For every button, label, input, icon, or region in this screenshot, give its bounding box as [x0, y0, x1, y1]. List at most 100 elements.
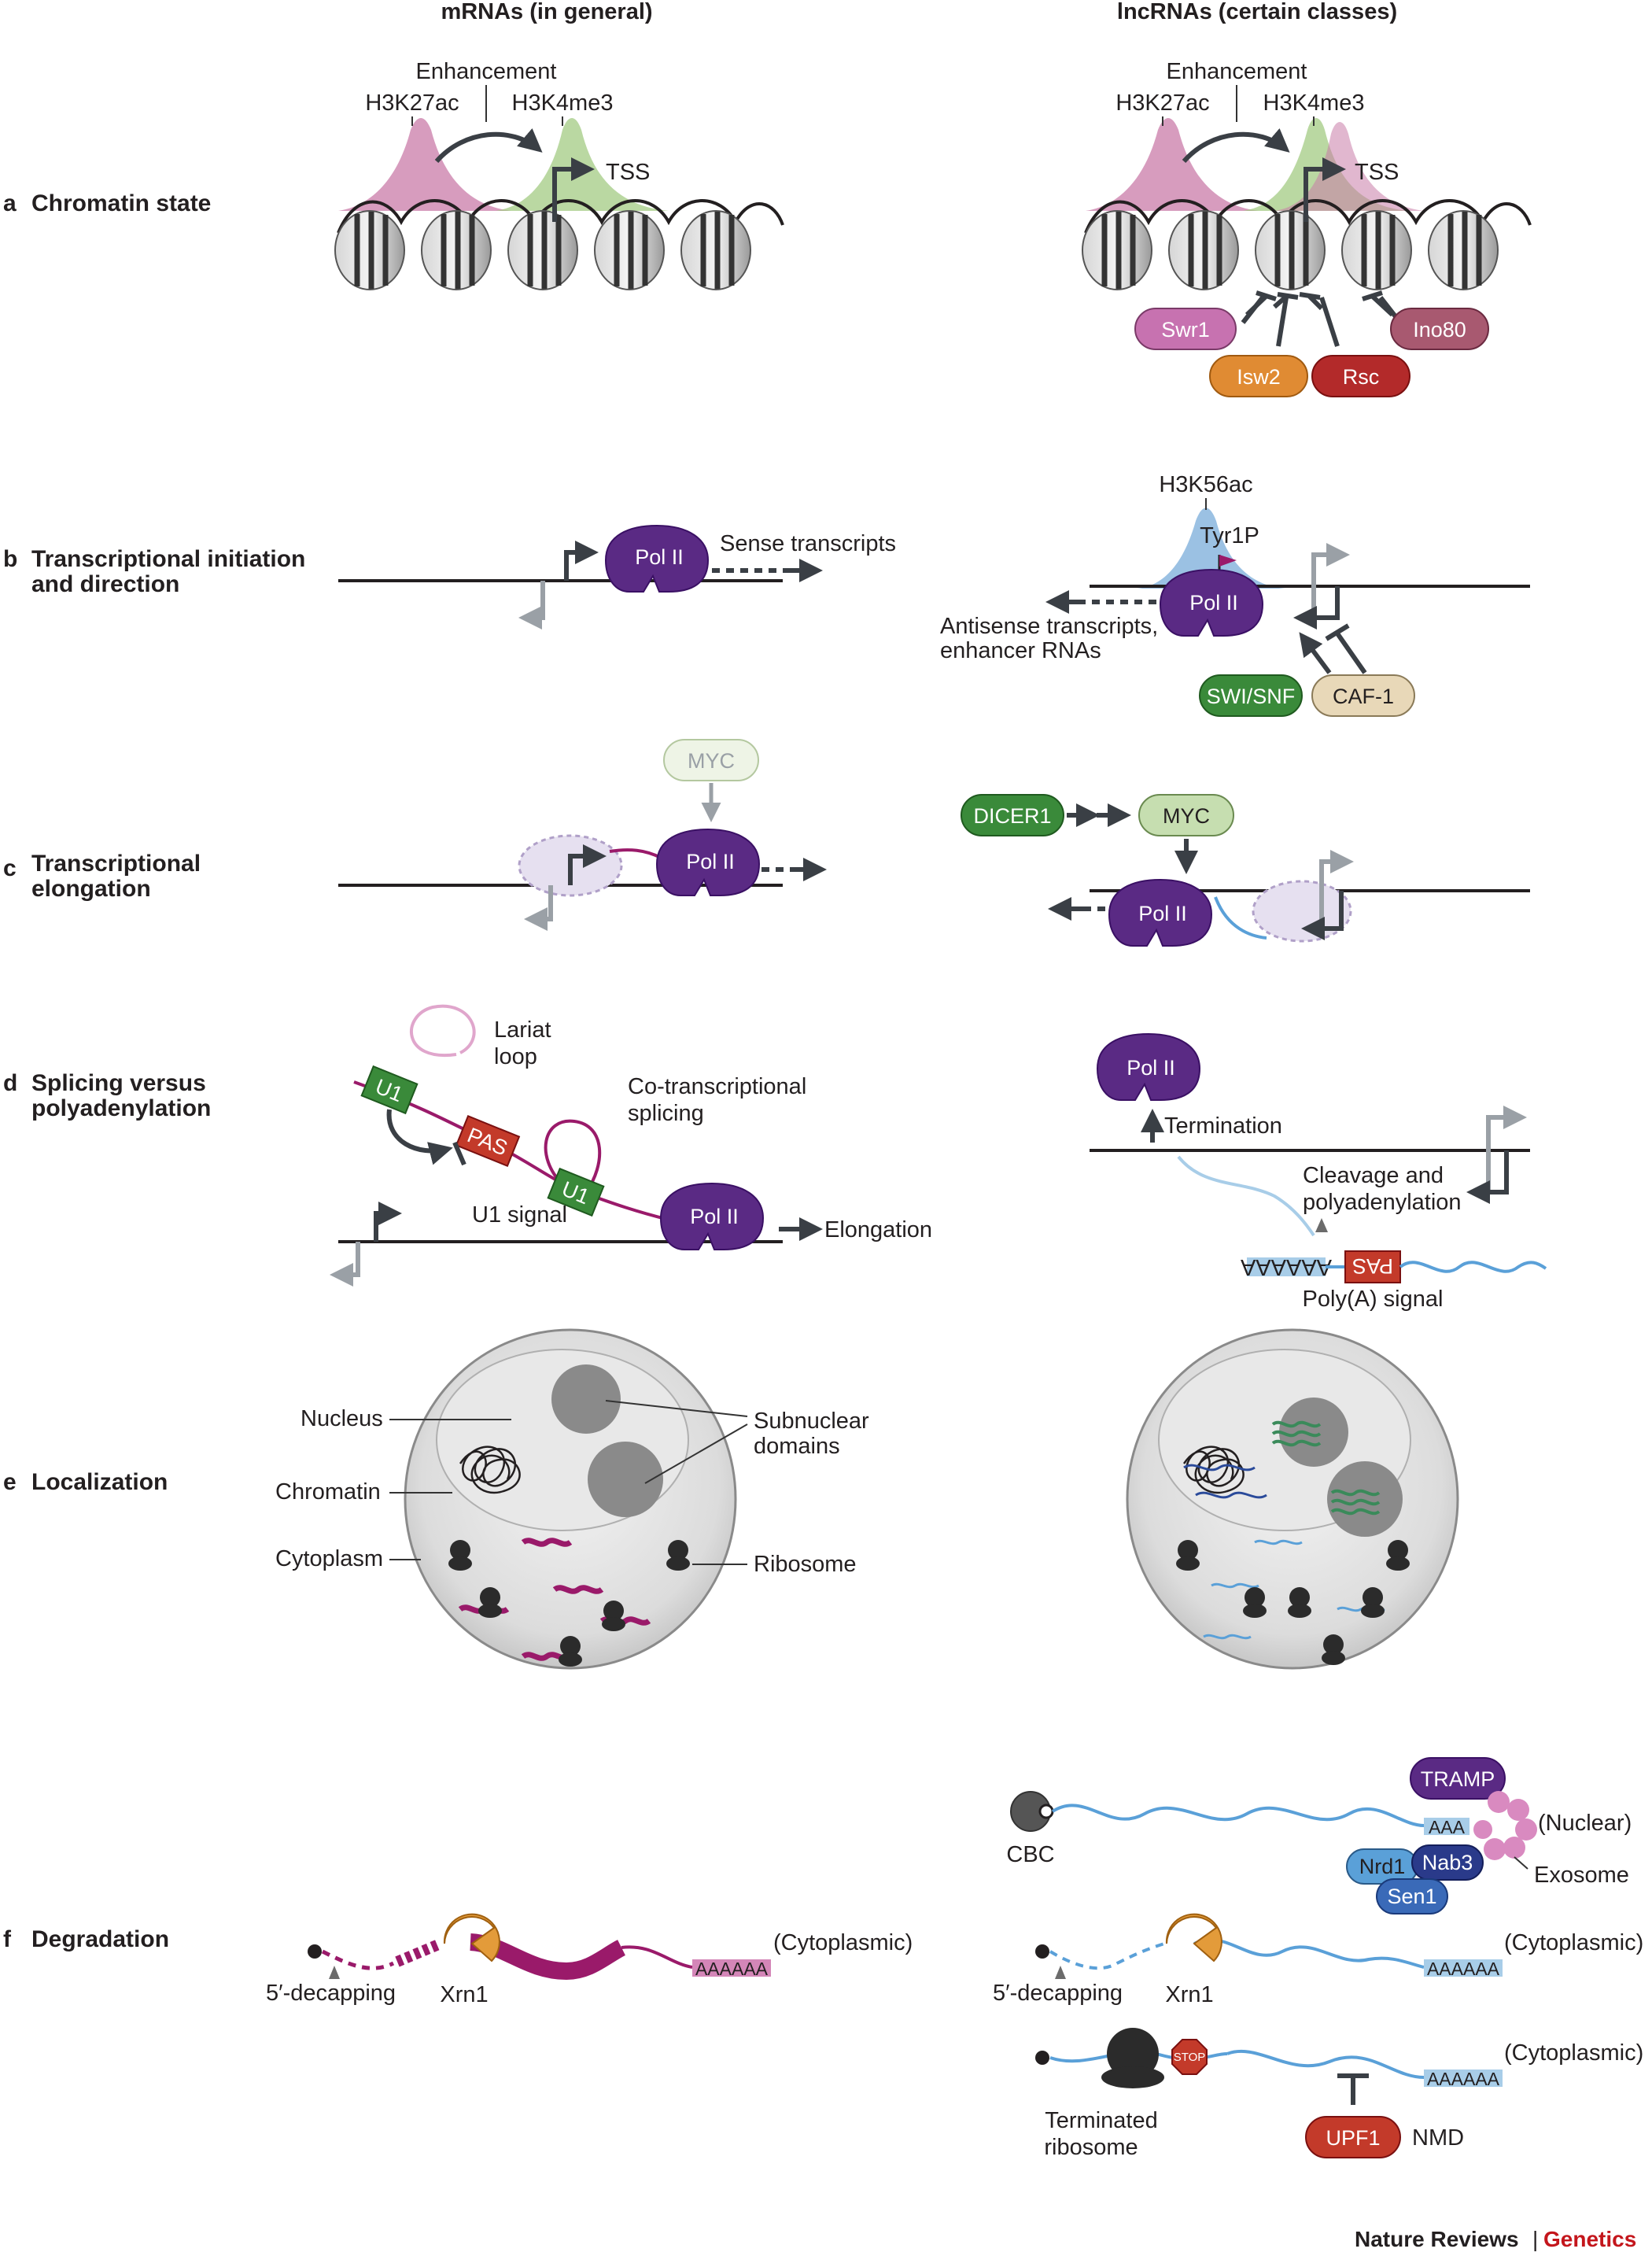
nrd1-pill: Nrd1: [1346, 1848, 1418, 1885]
enhancement-arrow: [434, 128, 543, 163]
svg-text:e: e: [3, 1469, 17, 1495]
decapping-label: 5′-decapping: [266, 1981, 396, 2006]
exosome-label: Exosome: [1534, 1863, 1629, 1888]
svg-text:Sen1: Sen1: [1387, 1885, 1436, 1908]
nab3-pill: Nab3: [1411, 1844, 1484, 1881]
panel-e-right: [1126, 1328, 1459, 1670]
caf1-pill: CAF-1: [1311, 674, 1415, 717]
swr1-pill: Swr1: [1134, 308, 1237, 350]
svg-text:Pol II: Pol II: [1189, 591, 1238, 615]
svg-text:(Cytoplasmic): (Cytoplasmic): [1504, 1930, 1643, 1955]
subnuclear-label-1: Subnuclear: [754, 1409, 869, 1434]
pol2-enzyme: Pol II: [604, 524, 710, 593]
exosome-ring: [1473, 1791, 1537, 1860]
svg-text:loop: loop: [494, 1044, 537, 1069]
pol2-enzyme: Pol II: [655, 828, 761, 896]
svg-text:(Cytoplasmic): (Cytoplasmic): [1504, 2040, 1643, 2066]
svg-text:Pol II: Pol II: [690, 1205, 739, 1228]
svg-text:TSS: TSS: [1355, 160, 1399, 185]
nuclear-label: (Nuclear): [1538, 1811, 1632, 1836]
right-column-header: lncRNAs (certain classes): [1117, 0, 1397, 24]
xrn1-label: Xrn1: [440, 1982, 488, 2007]
nucleus-label: Nucleus: [301, 1406, 383, 1431]
svg-text:AAAAAA: AAAAAA: [695, 1959, 769, 1979]
svg-text:Nature Reviews: Nature Reviews: [1355, 2227, 1519, 2251]
tyr1p-flag: [1219, 555, 1237, 567]
svg-text:d: d: [3, 1070, 17, 1096]
ribosome-label: Ribosome: [754, 1552, 857, 1577]
antisense-label-1: Antisense transcripts,: [940, 614, 1158, 639]
svg-text:elongation: elongation: [31, 876, 151, 902]
svg-text:H3K56ac: H3K56ac: [1159, 472, 1252, 497]
upf1-pill: UPF1: [1305, 2116, 1401, 2158]
svg-text:Cleavage and: Cleavage and: [1303, 1163, 1444, 1188]
panel-e-left: Nucleus Chromatin Cytoplasm Subnuclear d…: [275, 1328, 869, 1670]
pas-box-right: PAS: [1344, 1250, 1401, 1283]
svg-text:Terminated: Terminated: [1045, 2108, 1157, 2133]
svg-text:Splicing versus: Splicing versus: [31, 1070, 206, 1096]
panel-b-title: b Transcriptional initiation and directi…: [3, 546, 305, 597]
enhancement-label: Enhancement: [416, 59, 557, 84]
h3k27ac-peak: [338, 118, 511, 211]
left-column-header: mRNAs (in general): [441, 0, 652, 24]
pol2-enzyme: Pol II: [1159, 568, 1264, 637]
subnuclear-domain: [588, 1442, 663, 1517]
svg-text:CAF-1: CAF-1: [1333, 685, 1394, 708]
panel-b-left: Pol II Sense transcripts: [338, 524, 896, 630]
stop-sign: STOP: [1171, 2039, 1208, 2075]
panel-f-title: f Degradation: [3, 1926, 169, 1952]
splicing-loop: [544, 1119, 602, 1194]
svg-text:AAAAAA: AAAAAA: [1427, 1959, 1500, 1979]
tss-arrow: [552, 157, 595, 222]
panel-a-left: Enhancement H3K27ac H3K4me3 TSS: [335, 59, 784, 290]
svg-text:UPF1: UPF1: [1326, 2126, 1380, 2150]
svg-text:splicing: splicing: [628, 1101, 704, 1126]
nucleosome: [595, 211, 664, 290]
svg-text:Lariat: Lariat: [494, 1017, 551, 1043]
svg-text:Nab3: Nab3: [1422, 1851, 1473, 1874]
svg-text:PAS: PAS: [1352, 1254, 1393, 1278]
myc-pill: MYC: [663, 739, 759, 781]
svg-text:Pol II: Pol II: [686, 850, 735, 873]
svg-text:polyadenylation: polyadenylation: [31, 1095, 211, 1121]
svg-text:Ino80: Ino80: [1413, 318, 1466, 342]
pas-box-left: PAS: [455, 1115, 521, 1167]
cytoplasmic-label: (Cytoplasmic): [773, 1930, 913, 1955]
svg-text:ribosome: ribosome: [1044, 2135, 1138, 2160]
rsc-pill: Rsc: [1311, 355, 1410, 397]
myc-pill: MYC: [1138, 794, 1234, 836]
cbc-label: CBC: [1006, 1842, 1054, 1867]
svg-text:Enhancement: Enhancement: [1167, 59, 1307, 84]
panel-a-title: a Chromatin state: [3, 190, 211, 216]
svg-text:Nrd1: Nrd1: [1359, 1855, 1406, 1878]
terminated-ribosome-shape: [1101, 2028, 1164, 2088]
svg-text:DICER1: DICER1: [973, 804, 1051, 828]
u1-box-1: U1: [360, 1065, 419, 1115]
isw2-pill: Isw2: [1209, 355, 1308, 397]
tramp-pill: TRAMP: [1410, 1757, 1506, 1800]
svg-text:polyadenylation: polyadenylation: [1303, 1190, 1462, 1215]
svg-text:Transcriptional initiation: Transcriptional initiation: [31, 546, 305, 572]
svg-text:|: |: [1532, 2227, 1538, 2251]
panel-d-right: Pol II Termination Cleavage and polyaden…: [1090, 1032, 1547, 1312]
svg-text:Pol II: Pol II: [1127, 1056, 1175, 1080]
panel-d-left: Lariat loop U1 PAS U1 Co-transcriptional…: [330, 1004, 932, 1287]
svg-text:Transcriptional: Transcriptional: [31, 851, 201, 877]
svg-text:Xrn1: Xrn1: [1165, 1982, 1213, 2007]
termination-label: Termination: [1164, 1113, 1282, 1139]
panel-c-title: c Transcriptional elongation: [3, 851, 201, 902]
journal-credit: Nature Reviews | Genetics: [1355, 2227, 1636, 2251]
nucleosome: [508, 211, 577, 290]
u1-signal-label: U1 signal: [472, 1202, 567, 1228]
subnuclear-domain: [551, 1364, 621, 1434]
svg-text:Swr1: Swr1: [1161, 318, 1210, 342]
svg-text:Genetics: Genetics: [1543, 2227, 1636, 2251]
svg-text:MYC: MYC: [1163, 804, 1210, 828]
sense-transcripts-label: Sense transcripts: [720, 531, 896, 556]
polya-signal-label: Poly(A) signal: [1303, 1287, 1444, 1312]
svg-text:STOP: STOP: [1174, 2051, 1206, 2064]
ino80-pill: Ino80: [1390, 308, 1489, 350]
nucleosome: [335, 211, 404, 290]
pol2-enzyme: Pol II: [1108, 878, 1213, 947]
panel-a-right: Enhancement H3K27ac H3K4me3 TSS Swr1 Ino…: [1082, 59, 1532, 397]
